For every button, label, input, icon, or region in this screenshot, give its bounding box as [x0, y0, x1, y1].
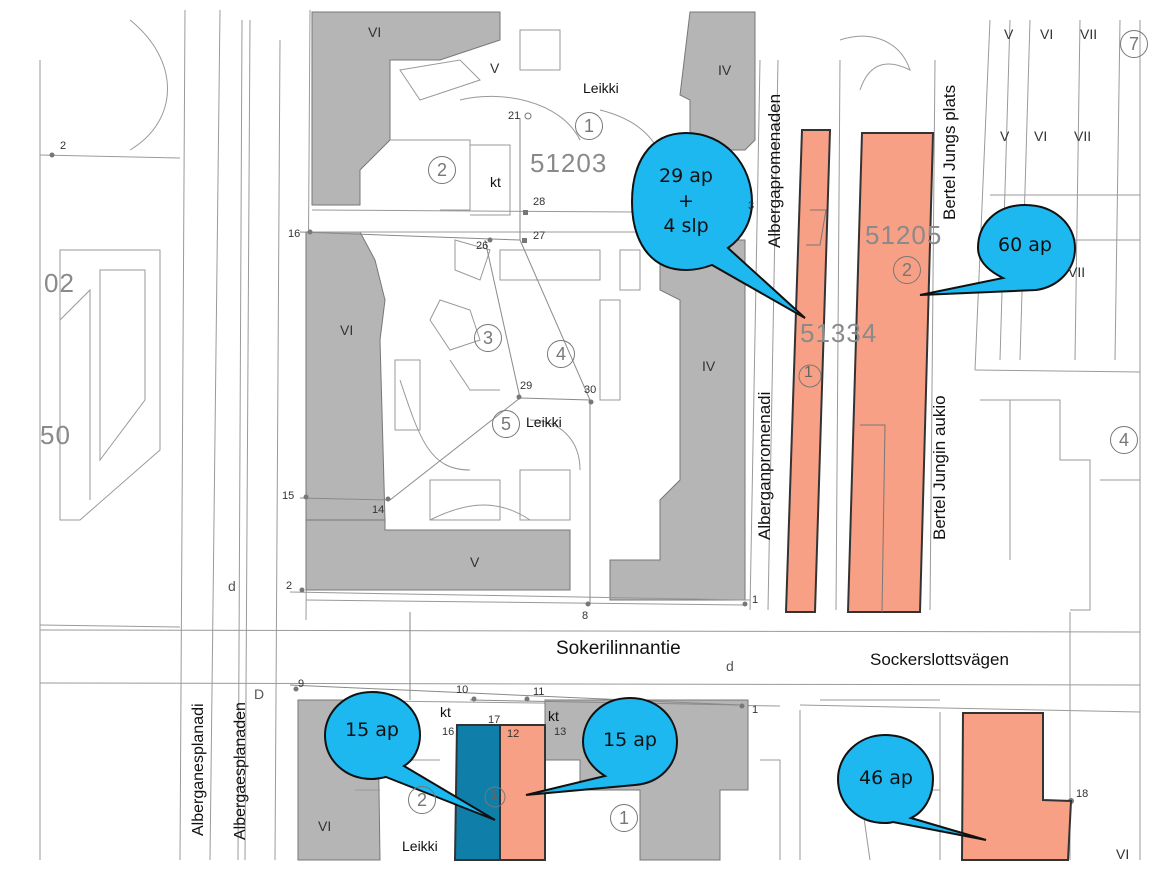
callout-29ap-text: 29 ap + 4 slp — [642, 164, 730, 239]
point-number: 9 — [298, 678, 305, 690]
block-number-50: 50 — [40, 420, 71, 450]
street-label-albergaesplanaden: Albergaesplanaden — [232, 702, 249, 840]
floor-count: VI — [318, 818, 332, 834]
point-number: 10 — [456, 684, 469, 696]
callouts — [323, 131, 1077, 841]
floor-count: VII — [1068, 264, 1086, 280]
street-label-alberganpromenadi: Alberganpromenadi — [755, 391, 774, 540]
point-number: 8 — [582, 610, 589, 622]
plot-number-circle: 7 — [1120, 30, 1148, 58]
point-number: 15 — [282, 490, 295, 502]
plot-number-circle: 4 — [1110, 426, 1138, 454]
block-number-51205: 51205 — [865, 220, 943, 250]
floor-count: VII — [1080, 26, 1098, 42]
street-label-bertel-jungs-plats: Bertel Jungs plats — [940, 84, 959, 220]
planned-building-bottom-right — [960, 712, 1073, 861]
floor-count: IV — [702, 358, 716, 374]
block-number-02: 02 — [44, 268, 75, 298]
point-number: 2 — [286, 580, 293, 592]
kt-label: kt — [440, 704, 451, 720]
callout-29ap-line3: 4 slp — [663, 215, 709, 237]
callout-29ap-line1: 29 ap — [659, 165, 713, 187]
point-number: 12 — [507, 728, 520, 740]
floor-count: VI — [340, 322, 354, 338]
floor-count: VII — [1074, 128, 1092, 144]
point-number: 18 — [1076, 788, 1089, 800]
plot-number-circle: 1 — [610, 804, 638, 832]
point-number: 1 — [752, 704, 759, 716]
map-symbol-d: d — [726, 658, 734, 674]
survey-points — [49, 112, 1074, 804]
floor-count: VI — [368, 24, 382, 40]
point-number: 27 — [533, 230, 546, 242]
plot-number-circle: 5 — [492, 410, 520, 438]
floor-count: IV — [718, 62, 732, 78]
point-number: 16 — [442, 726, 455, 738]
playground-label: Leikki — [583, 80, 619, 96]
callout-15ap-right-bubble — [525, 696, 679, 796]
plot-number-circle: 2 — [408, 786, 436, 814]
plot-number-circle: 4 — [547, 340, 575, 368]
street-label-sockerslottsvagen: Sockerslottsvägen — [870, 650, 1009, 669]
point-number: 26 — [476, 240, 489, 252]
planned-building-bottom-teal — [453, 724, 501, 861]
plot-number-circle: 3 — [474, 324, 502, 352]
floor-count: V — [1000, 128, 1010, 144]
floor-count: V — [470, 554, 480, 570]
plot-number-circle: 2 — [428, 156, 456, 184]
planned-buildings — [453, 129, 1073, 861]
point-number: 30 — [584, 384, 597, 396]
planned-building-51205 — [846, 132, 935, 613]
kt-label: kt — [490, 174, 501, 190]
plot-number-text: 1 — [804, 364, 813, 381]
plot-number-circle: 1 — [575, 112, 603, 140]
block-number-51203: 51203 — [530, 148, 608, 178]
callout-15ap-left-text: 15 ap — [345, 719, 399, 741]
callout-60ap-text: 60 ap — [998, 234, 1052, 256]
street-label-sokerilinnantie: Sokerilinnantie — [556, 638, 681, 659]
callout-15ap-right-text: 15 ap — [603, 729, 657, 751]
map-symbol-d: d — [228, 578, 236, 594]
floor-count: VI — [1040, 26, 1054, 42]
floor-count: V — [490, 60, 500, 76]
point-number: 16 — [288, 228, 301, 240]
point-number: 28 — [533, 196, 546, 208]
plot-number-circle: 2 — [893, 256, 921, 284]
floor-count: V — [1004, 26, 1014, 42]
point-number: 3 — [748, 200, 755, 212]
point-number: 14 — [372, 504, 385, 516]
plot-outlines — [484, 209, 886, 808]
point-number: 1 — [752, 594, 759, 606]
callout-29ap-bubble — [630, 131, 806, 319]
planned-building-51334 — [784, 129, 832, 613]
floor-count: VI — [1034, 128, 1048, 144]
street-label-alberganesplanadi: Alberganesplanadi — [190, 703, 207, 836]
callout-46ap-bubble — [836, 733, 987, 841]
floor-count: VI — [1116, 846, 1130, 862]
street-label-bertel-jungin-aukio: Bertel Jungin aukio — [930, 395, 949, 540]
callout-29ap-line2: + — [678, 190, 694, 212]
point-number: 17 — [488, 714, 501, 726]
kt-label: kt — [548, 708, 559, 724]
playground-label: Leikki — [526, 414, 562, 430]
playground-label: Leikki — [402, 838, 438, 854]
point-number: 21 — [508, 110, 521, 122]
point-number: 13 — [554, 726, 567, 738]
street-edges — [39, 9, 1141, 861]
map-symbol-d: D — [254, 686, 265, 702]
street-label-albergapromenaden: Albergapromenaden — [765, 93, 784, 248]
point-number: 29 — [520, 380, 533, 392]
point-number: 11 — [533, 686, 545, 698]
callout-60ap-bubble — [919, 203, 1077, 296]
callout-46ap-text: 46 ap — [859, 767, 913, 789]
block-number-51334: 51334 — [800, 318, 878, 348]
point-number: 2 — [60, 140, 67, 152]
callout-15ap-left-bubble — [323, 690, 496, 821]
plot-number-text: 1 — [490, 786, 498, 802]
